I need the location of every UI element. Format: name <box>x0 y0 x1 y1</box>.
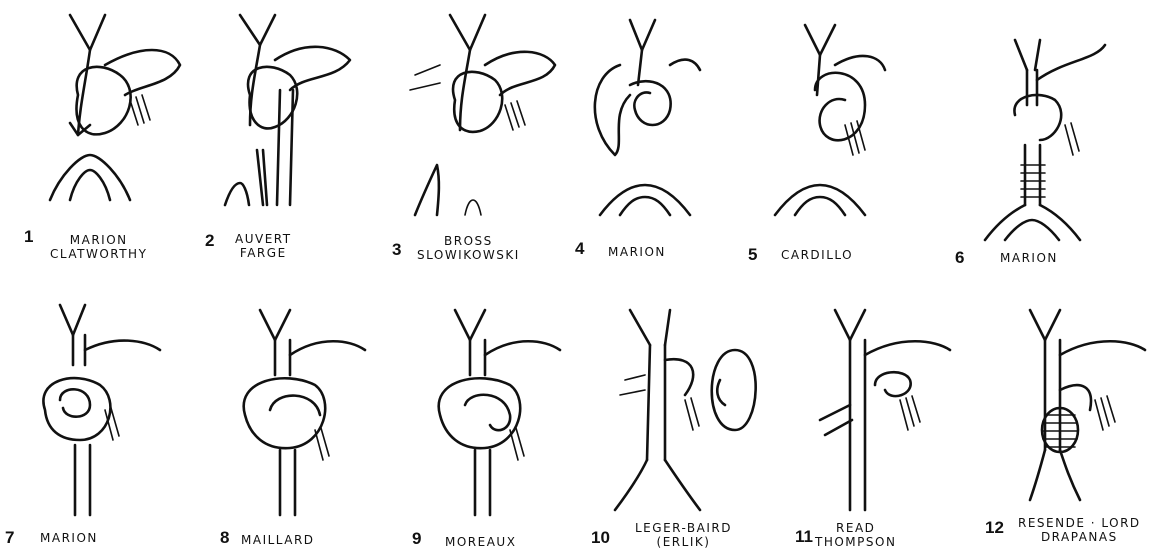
panel-name: CLATWORTHY <box>50 247 147 261</box>
panel-4: 4 MARION <box>570 5 720 265</box>
panel-names: MARION <box>40 531 98 545</box>
shunt-diagram-7 <box>5 290 180 520</box>
panel-number: 6 <box>955 248 964 268</box>
panel-name: AUVERT <box>235 232 292 246</box>
panel-number: 3 <box>392 240 401 260</box>
panel-number: 12 <box>985 518 1004 538</box>
panel-name: MARION <box>50 233 147 247</box>
panel-number: 8 <box>220 528 229 548</box>
panel-1: 1 MARION CLATWORTHY <box>30 5 200 265</box>
panel-name: CARDILLO <box>781 248 853 262</box>
panel-name: MAILLARD <box>241 533 315 547</box>
panel-names: MOREAUX <box>445 535 516 549</box>
panel-3: 3 BROSS SLOWIKOWSKI <box>395 5 575 265</box>
shunt-diagram-8 <box>215 290 380 520</box>
panel-name: MARION <box>608 245 666 259</box>
panel-names: READ THOMPSON <box>815 521 896 549</box>
shunt-diagram-3 <box>395 5 575 220</box>
shunt-diagram-2 <box>205 5 365 215</box>
panel-name: DRAPANAS <box>1018 530 1141 544</box>
panel-names: BROSS SLOWIKOWSKI <box>417 234 520 262</box>
panel-number: 4 <box>575 239 584 259</box>
panel-names: MARION <box>608 245 666 259</box>
panel-number: 7 <box>5 528 14 548</box>
panel-number: 11 <box>795 527 813 547</box>
shunt-diagram-9 <box>410 290 580 520</box>
shunt-diagram-4 <box>570 5 720 220</box>
panel-2: 2 AUVERT FARGE <box>205 5 365 265</box>
panel-9: 9 MOREAUX <box>410 290 580 550</box>
panel-5: 5 CARDILLO <box>745 5 895 265</box>
shunt-diagram-6 <box>955 5 1155 240</box>
panel-8: 8 MAILLARD <box>215 290 380 550</box>
panel-names: CARDILLO <box>781 248 853 262</box>
panel-name: SLOWIKOWSKI <box>417 248 520 262</box>
panel-names: AUVERT FARGE <box>235 232 292 260</box>
panel-name: MARION <box>1000 251 1058 265</box>
panel-12: 12 RESENDE · LORD DRAPANAS <box>985 290 1172 553</box>
panel-number: 2 <box>205 231 214 251</box>
panel-names: LEGER-BAIRD (ERLIK) <box>635 521 732 549</box>
panel-name: MARION <box>40 531 98 545</box>
panel-11: 11 READ THOMPSON <box>790 290 980 550</box>
panel-7: 7 MARION <box>5 290 180 550</box>
shunt-diagram-12 <box>985 290 1172 520</box>
shunt-diagram-11 <box>790 290 980 520</box>
panel-name: (ERLIK) <box>635 535 732 549</box>
panel-name: READ <box>815 521 896 535</box>
shunt-diagram-10 <box>585 300 785 515</box>
panel-names: RESENDE · LORD DRAPANAS <box>1018 516 1141 544</box>
panel-number: 9 <box>412 529 421 549</box>
panel-name: THOMPSON <box>815 535 896 549</box>
panel-name: RESENDE · LORD <box>1018 516 1141 530</box>
panel-name: BROSS <box>417 234 520 248</box>
panel-names: MAILLARD <box>241 533 315 547</box>
panel-number: 5 <box>748 245 757 265</box>
panel-number: 1 <box>24 227 33 247</box>
panel-number: 10 <box>591 528 610 548</box>
panel-name: FARGE <box>235 246 292 260</box>
panel-names: MARION CLATWORTHY <box>50 233 147 261</box>
panel-6: 6 MARION <box>955 5 1155 270</box>
shunt-diagram-1 <box>30 5 200 215</box>
shunt-diagram-5 <box>745 5 895 220</box>
panel-name: LEGER-BAIRD <box>635 521 732 535</box>
panel-10: 10 LEGER-BAIRD (ERLIK) <box>585 300 785 553</box>
panel-names: MARION <box>1000 251 1058 265</box>
panel-name: MOREAUX <box>445 535 516 549</box>
